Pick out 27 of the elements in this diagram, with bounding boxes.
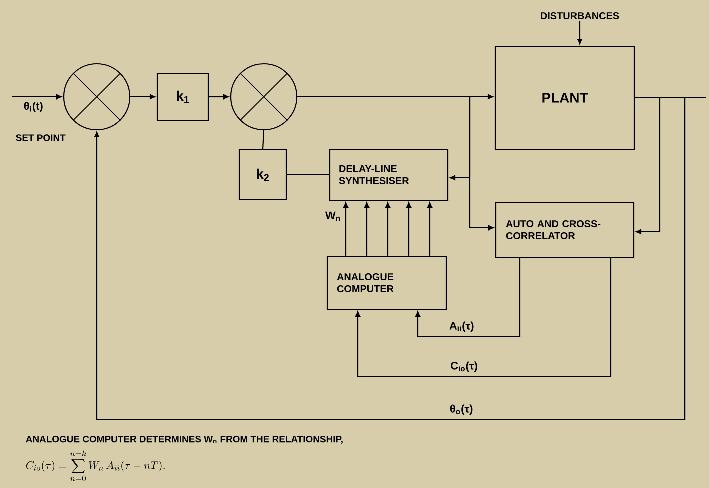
caption: ANALOGUE COMPUTER DETERMINES W$_{n}$ FROM THE RELATIONSHIP, [26,436,343,444]
arrow [94,97,686,421]
arrow [298,96,494,231]
arrow [130,94,156,100]
formula: $C_{io}(\tau)=\sum_{n=0}^{n=k} W_n\, A_{ii}(\tau-nT).$ [26,450,165,482]
block-box: k$_{1}$ [156,72,210,122]
block-box: k$_{2}$ [238,149,288,201]
block-box: PLANT [494,46,636,150]
summing-junction [230,63,298,131]
block-box: DELAY-LINE SYNTHESISER [329,148,449,202]
arrow [343,202,349,256]
arrow [427,202,433,256]
edge-label: C$_{io}$(τ) [450,360,479,373]
block-box: ANALOGUE COMPUTER [326,256,448,310]
arrow [406,202,412,256]
input-label: DISTURBANCES [541,12,620,20]
arrow [385,202,391,256]
set-point-label: SET POINT [16,134,66,142]
arrow [577,21,583,44]
arrow [364,202,370,256]
arrow [355,258,612,378]
arrow [635,97,661,235]
summing-junction [63,63,131,131]
arrow [209,94,230,100]
arrow [12,94,62,100]
arrow [415,258,521,338]
block-box: AUTO AND CROSS-CORRELATOR [495,202,635,258]
